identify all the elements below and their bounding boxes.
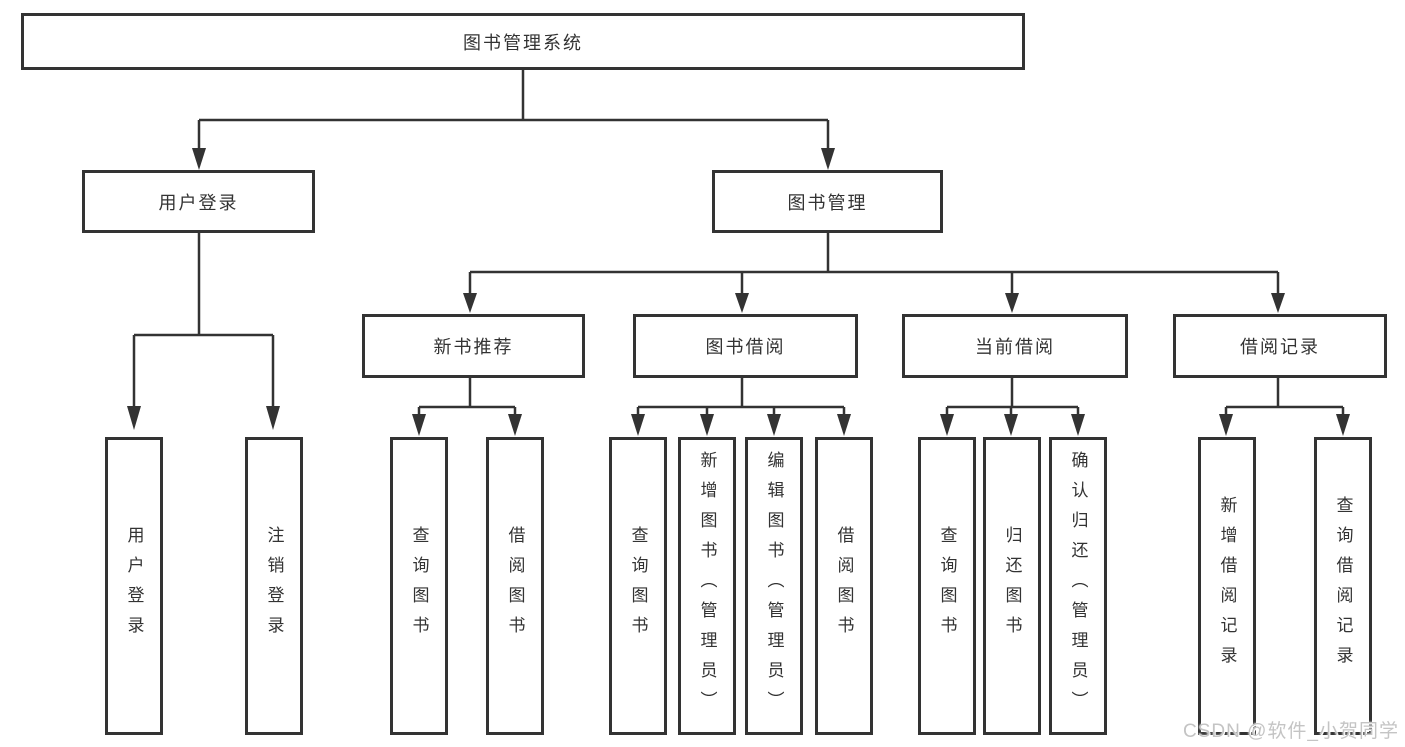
node-leaf-borrow-query-books: 查询图书 — [609, 437, 667, 735]
connector-line — [197, 70, 830, 150]
arrowhead-down-icon — [1219, 414, 1233, 436]
node-leaf-user-login: 用户登录 — [105, 437, 163, 735]
node-book-management: 图书管理 — [712, 170, 943, 233]
connector-borrow-to-children — [631, 377, 851, 436]
node-leaf-recommend-query-books-label: 查询图书 — [409, 526, 429, 646]
connector-line — [636, 377, 846, 414]
node-leaf-borrow-borrow-books-label: 借阅图书 — [834, 526, 854, 646]
arrowhead-down-icon — [767, 414, 781, 436]
node-leaf-borrow-edit-books-admin-label: 编辑图书（管理员） — [764, 451, 784, 721]
node-book-management-label: 图书管理 — [787, 192, 868, 213]
arrowhead-down-icon — [700, 414, 714, 436]
node-new-book-recommend: 新书推荐 — [362, 314, 585, 378]
arrowhead-down-icon — [266, 406, 280, 430]
node-leaf-current-return-books: 归还图书 — [983, 437, 1041, 735]
arrowhead-down-icon — [940, 414, 954, 436]
node-leaf-recommend-borrow-books-label: 借阅图书 — [505, 526, 525, 646]
arrowhead-down-icon — [463, 293, 477, 313]
node-book-borrow: 图书借阅 — [633, 314, 858, 378]
arrowhead-down-icon — [837, 414, 851, 436]
node-leaf-records-query-record: 查询借阅记录 — [1314, 437, 1372, 735]
arrowhead-down-icon — [821, 148, 835, 170]
node-leaf-borrow-edit-books-admin: 编辑图书（管理员） — [745, 437, 803, 735]
node-leaf-records-add-record-label: 新增借阅记录 — [1217, 496, 1237, 676]
node-user-login-label: 用户登录 — [158, 192, 239, 213]
arrowhead-down-icon — [1271, 293, 1285, 313]
connector-recommend-to-children — [412, 377, 522, 436]
node-current-borrow-label: 当前借阅 — [975, 337, 1055, 357]
arrowhead-down-icon — [1071, 414, 1085, 436]
node-leaf-current-confirm-return-admin: 确认归还（管理员） — [1049, 437, 1107, 735]
node-root: 图书管理系统 — [21, 13, 1025, 70]
node-leaf-records-query-record-label: 查询借阅记录 — [1333, 496, 1353, 676]
node-root-label: 图书管理系统 — [463, 32, 583, 53]
arrowhead-down-icon — [1005, 293, 1019, 313]
node-leaf-logout: 注销登录 — [245, 437, 303, 735]
connector-line — [132, 233, 275, 406]
node-borrow-records: 借阅记录 — [1173, 314, 1387, 378]
node-user-login: 用户登录 — [82, 170, 315, 233]
arrowhead-down-icon — [127, 406, 141, 430]
connector-line — [468, 232, 1280, 293]
node-leaf-borrow-borrow-books: 借阅图书 — [815, 437, 873, 735]
node-leaf-logout-label: 注销登录 — [264, 526, 284, 646]
arrowhead-down-icon — [631, 414, 645, 436]
node-book-borrow-label: 图书借阅 — [705, 337, 786, 357]
node-leaf-current-return-books-label: 归还图书 — [1002, 526, 1022, 646]
connector-root-to-level1 — [192, 70, 835, 170]
connector-line — [1224, 377, 1345, 414]
node-leaf-recommend-borrow-books: 借阅图书 — [486, 437, 544, 735]
node-leaf-recommend-query-books: 查询图书 — [390, 437, 448, 735]
connector-login-to-children — [127, 233, 280, 430]
node-leaf-user-login-label: 用户登录 — [124, 526, 144, 646]
node-leaf-current-query-books-label: 查询图书 — [937, 526, 957, 646]
node-leaf-borrow-add-books-admin: 新增图书（管理员） — [678, 437, 736, 735]
arrowhead-down-icon — [412, 414, 426, 436]
csdn-watermark: CSDN @软件_小贺同学 — [1183, 721, 1399, 742]
arrowhead-down-icon — [508, 414, 522, 436]
arrowhead-down-icon — [735, 293, 749, 313]
node-current-borrow: 当前借阅 — [902, 314, 1128, 378]
node-leaf-records-add-record: 新增借阅记录 — [1198, 437, 1256, 735]
connector-line — [417, 377, 517, 414]
node-leaf-borrow-query-books-label: 查询图书 — [628, 526, 648, 646]
node-leaf-borrow-add-books-admin-label: 新增图书（管理员） — [697, 451, 717, 721]
node-leaf-current-confirm-return-admin-label: 确认归还（管理员） — [1068, 451, 1088, 721]
arrowhead-down-icon — [192, 148, 206, 170]
connector-current-to-children — [940, 377, 1085, 436]
connector-line — [945, 377, 1080, 414]
node-leaf-current-query-books: 查询图书 — [918, 437, 976, 735]
node-new-book-recommend-label: 新书推荐 — [433, 337, 514, 357]
connector-records-to-children — [1219, 377, 1350, 436]
arrowhead-down-icon — [1336, 414, 1350, 436]
connector-management-to-level2 — [463, 232, 1285, 313]
node-borrow-records-label: 借阅记录 — [1240, 337, 1320, 357]
arrowhead-down-icon — [1004, 414, 1018, 436]
